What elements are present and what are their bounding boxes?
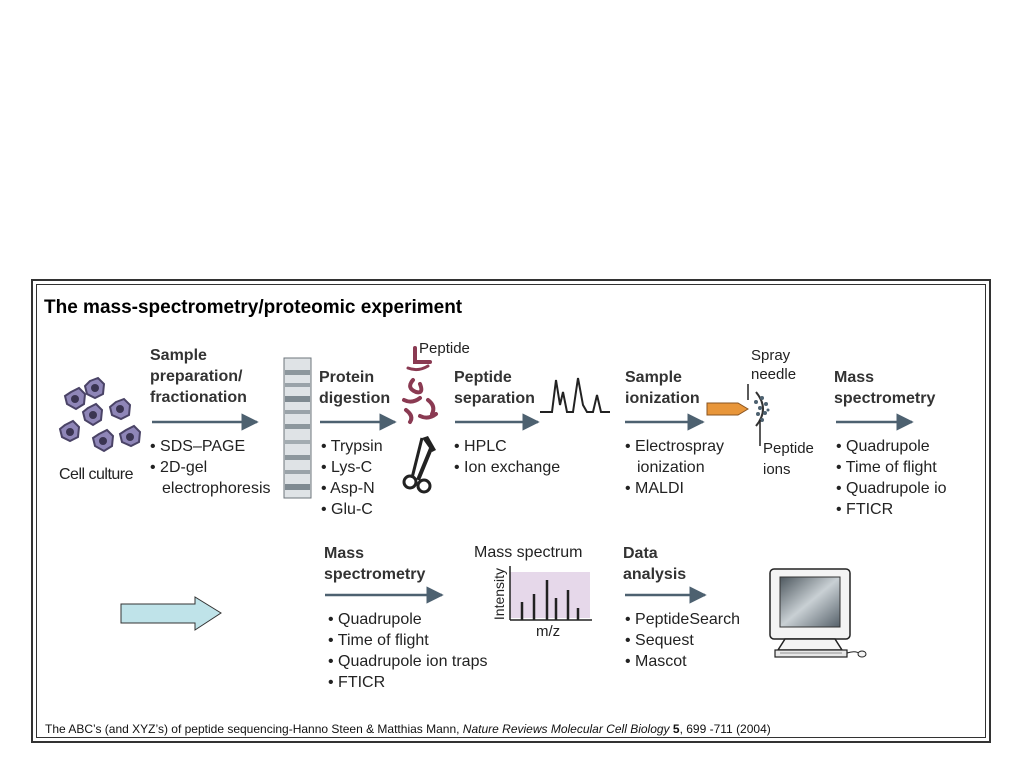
mass-spec-bottom-item: • Quadrupole ion traps	[328, 653, 488, 670]
cell-icon	[91, 428, 115, 453]
sample-prep-heading-3: fractionation	[150, 389, 247, 406]
protein-digestion-item: • Trypsin	[321, 438, 383, 455]
scissors-icon	[402, 436, 436, 494]
peptide-ions-label-1: Peptide	[763, 440, 814, 457]
cell-icon	[81, 402, 104, 427]
mass-spec-top-item: • Time of flight	[836, 459, 937, 476]
citation-authors: The ABC’s (and XYZ’s) of peptide sequenc…	[45, 722, 463, 736]
cell-icon	[108, 397, 132, 421]
mass-spec-bottom-item: • Time of flight	[328, 632, 429, 649]
data-analysis-item: • PeptideSearch	[625, 611, 741, 628]
data-analysis-heading-2: analysis	[623, 566, 687, 583]
sample-ionization-item: • MALDI	[625, 480, 684, 497]
mass-spec-top-item: • Quadrupole io	[836, 480, 947, 497]
protein-digestion-item: • Lys-C	[321, 459, 373, 476]
sample-ionization-item: • Electrospray	[625, 438, 724, 455]
protein-digestion-item: • Asp-N	[321, 480, 375, 497]
mass-spec-bottom-item: • FTICR	[328, 674, 386, 691]
mass-spec-top-item: • FTICR	[836, 501, 894, 518]
spectrum-y-axis-label: Intensity	[491, 568, 507, 620]
cell-icon	[58, 419, 81, 443]
mass-spec-bottom-heading-2: spectrometry	[324, 566, 426, 583]
peptide-label: Peptide	[419, 340, 470, 357]
gel-lane-icon	[283, 357, 312, 499]
protein-digestion-item: • Glu-C	[321, 501, 373, 518]
cell-icon	[63, 386, 87, 411]
sample-ionization-heading-1: Sample	[625, 369, 682, 386]
sample-ionization-heading-2: ionization	[625, 390, 700, 407]
spray-needle-icon	[706, 384, 770, 446]
mass-spec-bottom-heading-1: Mass	[324, 545, 365, 562]
cell-icon	[83, 376, 106, 400]
citation-journal: Nature Reviews Molecular Cell Biology	[462, 722, 670, 736]
cell-culture-icon	[58, 376, 142, 453]
sample-prep-item: • SDS–PAGE	[150, 438, 246, 455]
sample-prep-heading-2: preparation/	[150, 368, 243, 385]
cell-icon	[118, 424, 142, 448]
sample-prep-item: • 2D-gel	[150, 459, 208, 476]
flow-block-arrow	[120, 596, 222, 631]
data-analysis-item: • Sequest	[625, 632, 694, 649]
protein-digestion-heading-2: digestion	[319, 390, 391, 407]
mass-spec-top-heading-2: spectrometry	[834, 390, 936, 407]
citation: The ABC’s (and XYZ’s) of peptide sequenc…	[45, 722, 771, 736]
chromatogram-icon	[540, 377, 610, 413]
peptide-separation-item: • Ion exchange	[454, 459, 561, 476]
spray-label-2: needle	[751, 366, 797, 383]
sample-prep-heading-1: Sample	[150, 347, 207, 364]
protein-digestion-heading-1: Protein	[319, 369, 375, 386]
data-analysis-item: • Mascot	[625, 653, 687, 670]
peptide-separation-heading-2: separation	[454, 390, 535, 407]
citation-volume: 5	[672, 722, 680, 736]
citation-pages: , 699 -711 (2004)	[679, 722, 771, 736]
cell-culture-label: Cell culture	[59, 466, 134, 483]
figure-title: The mass-spectrometry/proteomic experime…	[44, 297, 463, 318]
mass-spec-top-heading-1: Mass	[834, 369, 875, 386]
figure-frame-outer	[31, 279, 991, 743]
mass-spectrum-label: Mass spectrum	[474, 544, 583, 561]
spectrum-x-axis-label: m/z	[536, 623, 561, 640]
mass-spec-top-item: • Quadrupole	[836, 438, 930, 455]
mass-spec-bottom-item: • Quadrupole	[328, 611, 422, 628]
spray-label-1: Spray	[751, 347, 791, 364]
sample-ionization-item: ionization	[637, 459, 705, 476]
figure-frame-inner	[36, 284, 986, 738]
data-analysis-heading-1: Data	[623, 545, 658, 562]
peptide-ions-label-2: ions	[763, 461, 791, 478]
peptide-separation-heading-1: Peptide	[454, 369, 512, 386]
peptide-fragments-icon	[402, 346, 438, 424]
computer-monitor-icon	[769, 568, 867, 658]
peptide-separation-item: • HPLC	[454, 438, 507, 455]
mass-spectrum-icon: Intensity	[491, 566, 592, 621]
sample-prep-item: electrophoresis	[162, 480, 271, 497]
